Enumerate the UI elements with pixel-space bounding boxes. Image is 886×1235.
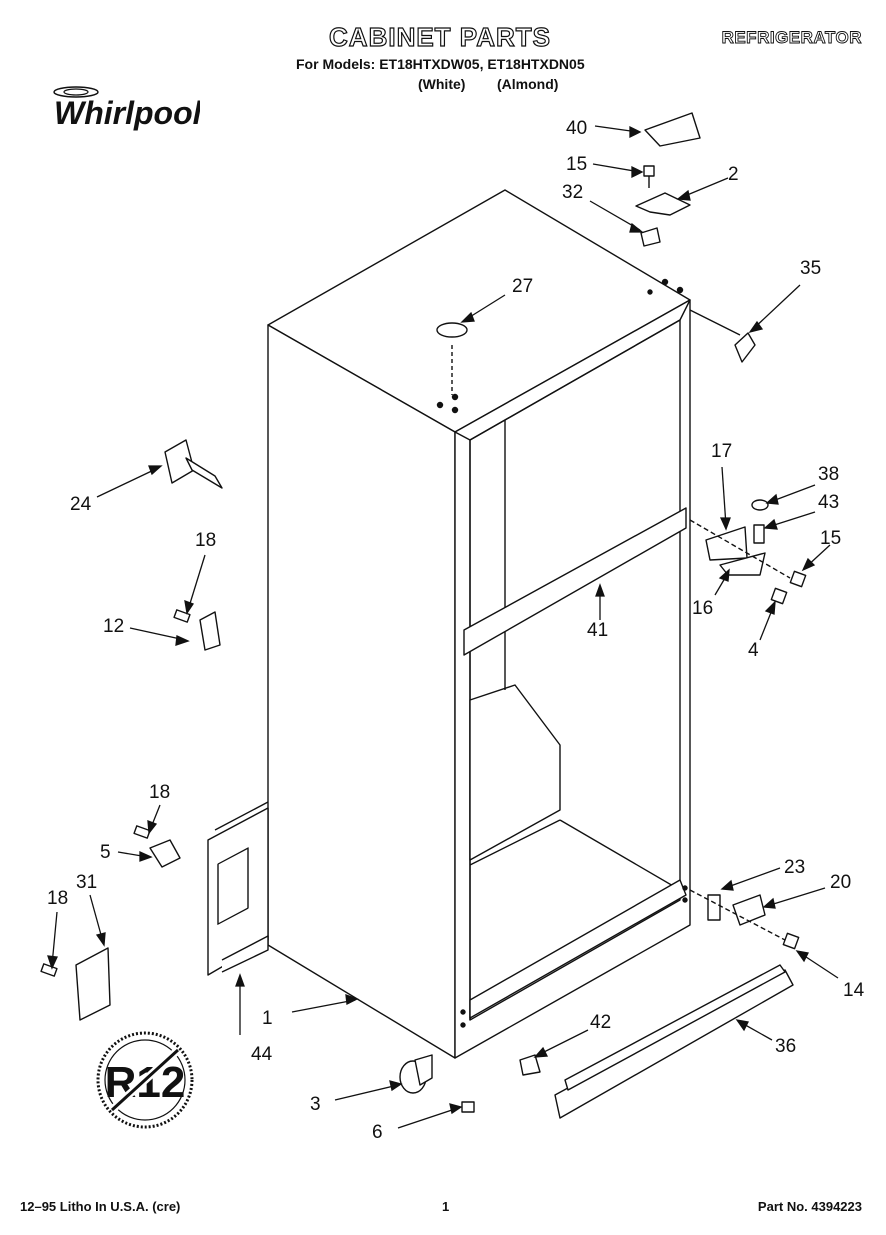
callout-27: 27: [512, 276, 533, 297]
brand-text: Whirlpool: [54, 95, 200, 131]
footer-left: 12–95 Litho In U.S.A. (cre): [20, 1199, 181, 1214]
color-white: (White): [418, 76, 466, 92]
callout-43: 43: [818, 492, 839, 513]
spacer-23: [707, 894, 721, 921]
callout-2: 2: [728, 164, 739, 185]
callout-6: 6: [372, 1122, 383, 1143]
top-hinge: [635, 192, 691, 216]
r12-no-symbol: R12: [96, 1031, 194, 1129]
callout-38: 38: [818, 464, 839, 485]
callout-18-c: 18: [47, 888, 68, 909]
clip-5: [149, 839, 181, 868]
callout-23: 23: [784, 857, 805, 878]
callout-17: 17: [711, 441, 732, 462]
callout-41: 41: [587, 620, 608, 641]
callout-35: 35: [800, 258, 821, 279]
page-title: CABINET PARTS: [328, 21, 551, 52]
footer-page: 1: [442, 1199, 450, 1214]
callout-20: 20: [830, 872, 851, 893]
footer-right: Part No. 4394223: [757, 1199, 862, 1214]
divider-bar: [463, 507, 687, 656]
hinge-pin-43: [753, 524, 765, 544]
trim-piece: [734, 332, 756, 363]
color-almond: (Almond): [497, 76, 559, 92]
callout-36: 36: [775, 1036, 796, 1057]
hinge-bracket-17: [705, 526, 748, 561]
callout-15-right: 15: [820, 528, 841, 549]
header: CABINET PARTS For Models: ET18HTXDW05, E…: [0, 21, 886, 102]
callout-44: 44: [251, 1044, 273, 1065]
clip-42: [519, 1054, 541, 1076]
callout-42: 42: [590, 1012, 611, 1033]
toe-grille: [554, 969, 794, 1119]
hinge-16: [719, 552, 766, 576]
plug: [436, 322, 468, 338]
callout-15-top: 15: [566, 154, 587, 175]
machine-compartment: [469, 684, 561, 861]
screw-4: [770, 587, 788, 605]
callout-12: 12: [103, 616, 124, 637]
callout-4: 4: [748, 640, 759, 661]
category-label: REFRIGERATOR: [721, 28, 862, 48]
models-line: For Models: ET18HTXDW05, ET18HTXDN05: [296, 56, 585, 72]
cover-31: [75, 947, 111, 1021]
bottom-rail: [469, 879, 687, 1019]
callout-14: 14: [843, 980, 865, 1001]
callout-1: 1: [262, 1008, 273, 1029]
callout-24: 24: [70, 494, 92, 515]
whirlpool-logo: Whirlpool: [40, 80, 203, 160]
washer-38: [751, 499, 769, 511]
callout-32: 32: [562, 182, 583, 203]
screw-top: [643, 165, 655, 177]
callout-31: 31: [76, 872, 97, 893]
screw-14: [782, 932, 800, 950]
screw-6: [461, 1101, 475, 1113]
clip-12: [199, 611, 221, 651]
hinge-shim: [640, 227, 661, 247]
callout-3: 3: [310, 1094, 321, 1115]
callout-16: 16: [692, 598, 713, 619]
callout-40: 40: [566, 118, 587, 139]
callout-18-a: 18: [195, 530, 216, 551]
callout-5: 5: [100, 842, 111, 863]
cabinet-left-side: [267, 324, 456, 1059]
callout-18-b: 18: [149, 782, 170, 803]
screw-15-right: [789, 570, 807, 588]
hinge-cover: [644, 112, 701, 147]
